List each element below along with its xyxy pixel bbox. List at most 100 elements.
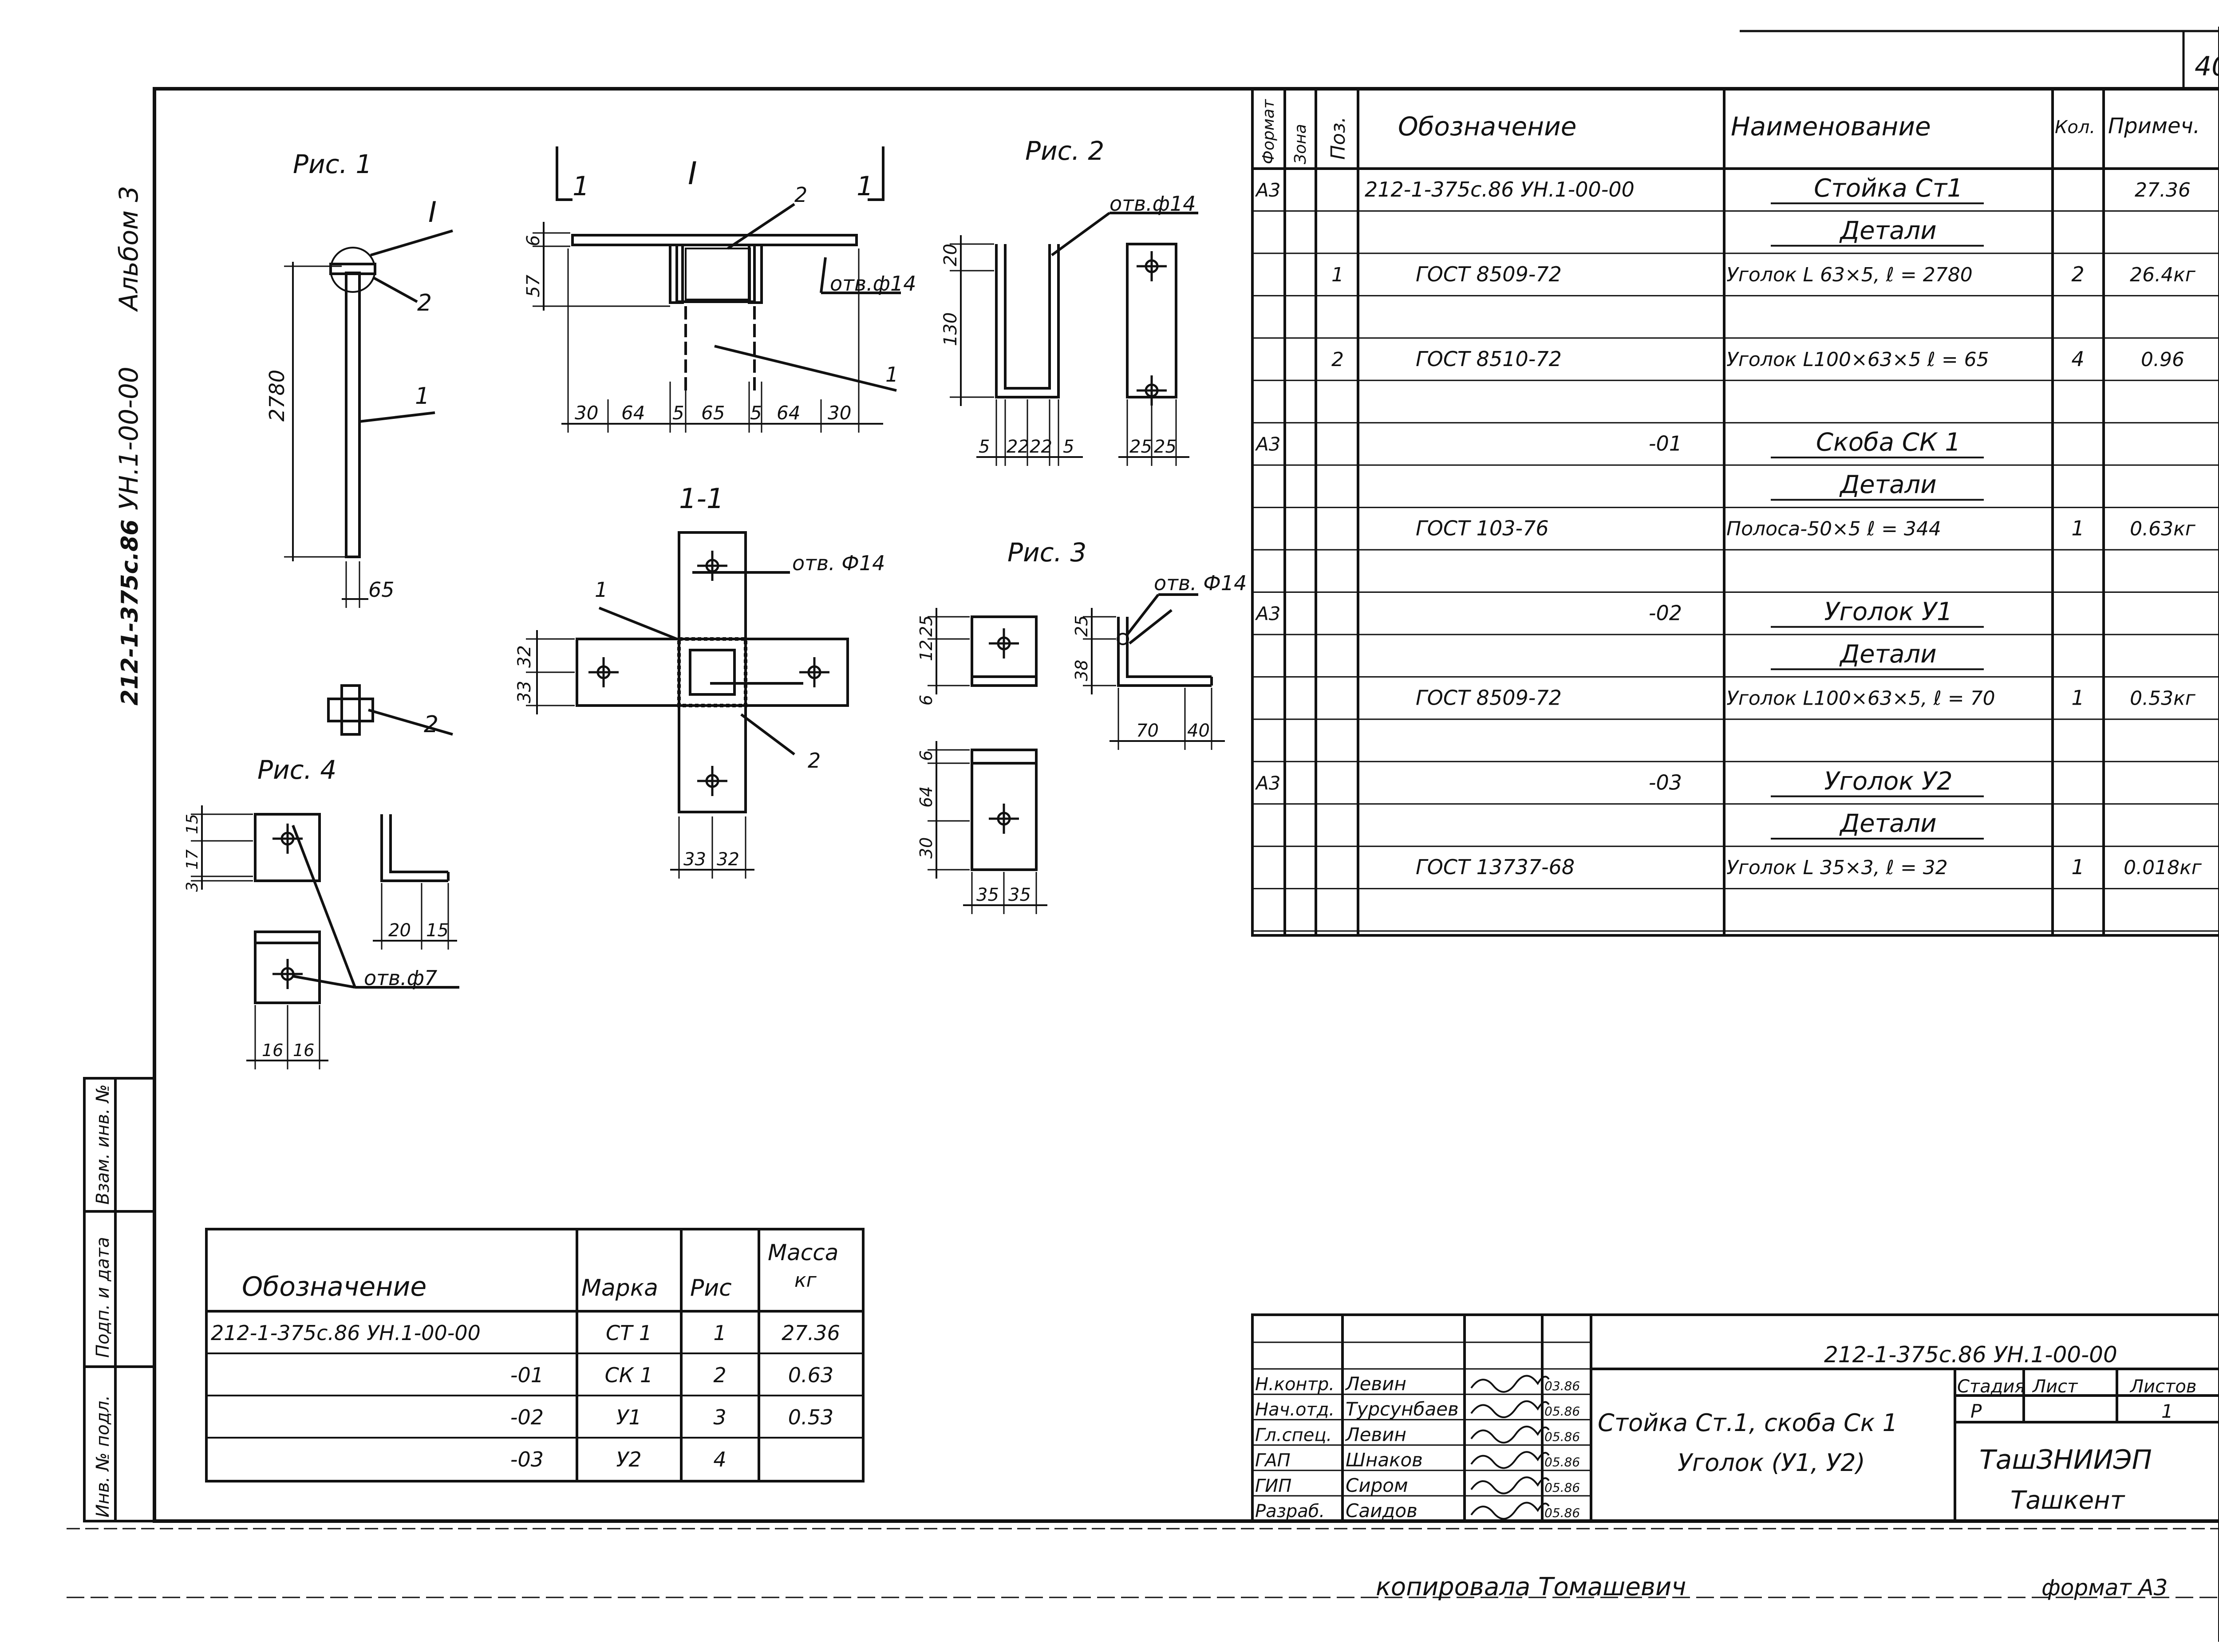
mass-designation: -02 [510, 1405, 544, 1429]
fig3-dim-sb1: 40 [1187, 721, 1210, 741]
fig3-dim-lb1: 35 [1008, 885, 1031, 905]
detail-i-pos-1: 1 [885, 363, 898, 386]
section-11-title: 1-1 [679, 482, 724, 515]
fig2-title: Рис. 2 [1025, 136, 1104, 166]
title-block-org-2: Ташкент [2010, 1486, 2125, 1515]
side-designation: УН.1-00-00 [114, 367, 144, 510]
mass-fig: 3 [713, 1405, 726, 1429]
spec-note: 26.4кг [2130, 264, 2196, 286]
signature-name: Левин [1345, 1373, 1406, 1395]
spec-designation: ГОСТ 8509-72 [1416, 262, 1562, 286]
fig3-dim-ll2: 30 [916, 837, 936, 859]
album-label: Альбом 3 [114, 186, 144, 312]
spec-name: Стойка Ст1 [1814, 174, 1963, 203]
side-stamp: Взам. инв. № Подп. и дата Инв. № подл. [83, 1077, 156, 1522]
fig2-dim-b1: 22 [1007, 437, 1029, 457]
signature-date: 05.86 [1544, 1429, 1580, 1444]
fig3-hole: отв. Ф14 [1154, 571, 1247, 595]
spec-format: А3 [1255, 434, 1280, 455]
spec-name: Детали [1839, 640, 1936, 669]
signature-date: 05.86 [1544, 1480, 1580, 1495]
spec-name: Детали [1839, 216, 1936, 245]
fig4-hole: отв.ф7 [364, 966, 437, 990]
sheet-number: 40 [2195, 51, 2219, 82]
spec-name: Уголок L100×63×5 ℓ = 65 [1726, 348, 1989, 371]
side-stamp-cell-2: Подп. и дата [93, 1237, 113, 1358]
signature-role: Н.контр. [1255, 1374, 1335, 1395]
spec-designation: -01 [1649, 432, 1682, 456]
title-block-sheets-label: Листов [2129, 1376, 2196, 1397]
mass-mark: У2 [616, 1447, 641, 1471]
spec-name: Скоба СК 1 [1816, 428, 1961, 457]
spec-format: А3 [1255, 772, 1280, 794]
spec-designation: -02 [1649, 601, 1682, 625]
spec-name: Детали [1839, 809, 1936, 838]
fig2-hole: отв.ф14 [1110, 192, 1196, 216]
fig1-width-dim: 65 [368, 578, 395, 602]
figure-4: Рис. 4 3 17 [183, 755, 459, 1069]
spec-name: Уголок У2 [1824, 767, 1952, 796]
signature-scribble [1470, 1502, 1550, 1520]
signature-name: Саидов [1346, 1500, 1417, 1522]
fig3-title: Рис. 3 [1007, 537, 1086, 568]
fig3-dim-tl0: 12 [916, 640, 936, 661]
mass-value: 27.36 [782, 1321, 840, 1345]
section-11-dim-b0: 33 [683, 849, 706, 870]
signature-name: Турсунбаев [1346, 1398, 1459, 1420]
spec-name: Уголок L 35×3, ℓ = 32 [1726, 856, 1948, 879]
mass-header-designation: Обозначение [242, 1271, 426, 1302]
fig3-dim-s0: 38 [1072, 660, 1091, 681]
detail-i-dim-57: 57 [523, 275, 544, 297]
detail-i-dim-b1: 64 [621, 402, 645, 424]
mass-value: 0.53 [788, 1405, 833, 1429]
title-block-title-1: Стойка Ст.1, скоба Ск 1 [1598, 1409, 1898, 1437]
title-block-code: 212-1-375с.86 УН.1-00-00 [1824, 1342, 2117, 1368]
section-11-dim-l1: 32 [514, 645, 535, 668]
spec-pos: 1 [1331, 264, 1344, 286]
fig2-dim-b0: 5 [979, 437, 990, 457]
fig2-dim-b3: 5 [1063, 437, 1074, 457]
signature-role: ГИП [1255, 1476, 1291, 1496]
spec-note: 0.96 [2141, 348, 2184, 371]
spec-name: Уголок L 63×5, ℓ = 2780 [1726, 264, 1973, 286]
spec-header-format: Формат [1260, 99, 1278, 164]
detail-i-dim-b2: 5 [672, 402, 684, 424]
signature-scribble [1470, 1451, 1550, 1469]
detail-i-dim-b0: 30 [575, 402, 598, 424]
figure-2: Рис. 2 отв.ф14 20 130 5 [940, 136, 1198, 466]
spec-designation: ГОСТ 103-76 [1416, 516, 1549, 540]
signature-scribble [1470, 1400, 1550, 1419]
spec-designation: ГОСТ 8509-72 [1416, 686, 1562, 710]
spec-qty: 1 [2071, 686, 2084, 710]
mass-fig: 4 [713, 1447, 726, 1471]
spec-name: Детали [1839, 470, 1936, 499]
fig2-dim-p0: 25 [1129, 437, 1152, 457]
mass-designation: -03 [510, 1447, 544, 1471]
spec-designation: -03 [1649, 770, 1682, 794]
fig3-dim-lb0: 35 [976, 885, 999, 905]
detail-i-dim-b4: 5 [750, 402, 762, 424]
signature-name: Шнаков [1346, 1449, 1423, 1471]
mass-designation: -01 [510, 1363, 544, 1387]
spec-format: А3 [1255, 603, 1280, 624]
side-stamp-cell-3: Инв. № подл. [93, 1395, 113, 1518]
fig2-dim-130: 130 [940, 312, 961, 346]
fig4-dim-l0: 3 [183, 882, 201, 892]
spec-name: Полоса-50×5 ℓ = 344 [1726, 518, 1941, 540]
mass-header-unit: кг [794, 1269, 817, 1292]
fig3-dim-tl1: 25 [916, 615, 936, 637]
spec-qty: 2 [2071, 262, 2084, 286]
format-label: формат А3 [2041, 1575, 2168, 1601]
fig4-dim-b0: 16 [262, 1041, 283, 1060]
spec-note: 0.53кг [2130, 687, 2196, 710]
detail-i-dim-b3: 65 [701, 402, 725, 424]
fig3-dim-6a: 6 [916, 695, 936, 706]
spec-header-note: Примеч. [2108, 114, 2200, 138]
side-stamp-cell-1: Взам. инв. № [93, 1084, 113, 1205]
fig3-dim-sb0: 70 [1136, 721, 1159, 741]
detail-i-cut-left: 1 [573, 171, 589, 202]
mass-fig: 2 [713, 1363, 726, 1387]
